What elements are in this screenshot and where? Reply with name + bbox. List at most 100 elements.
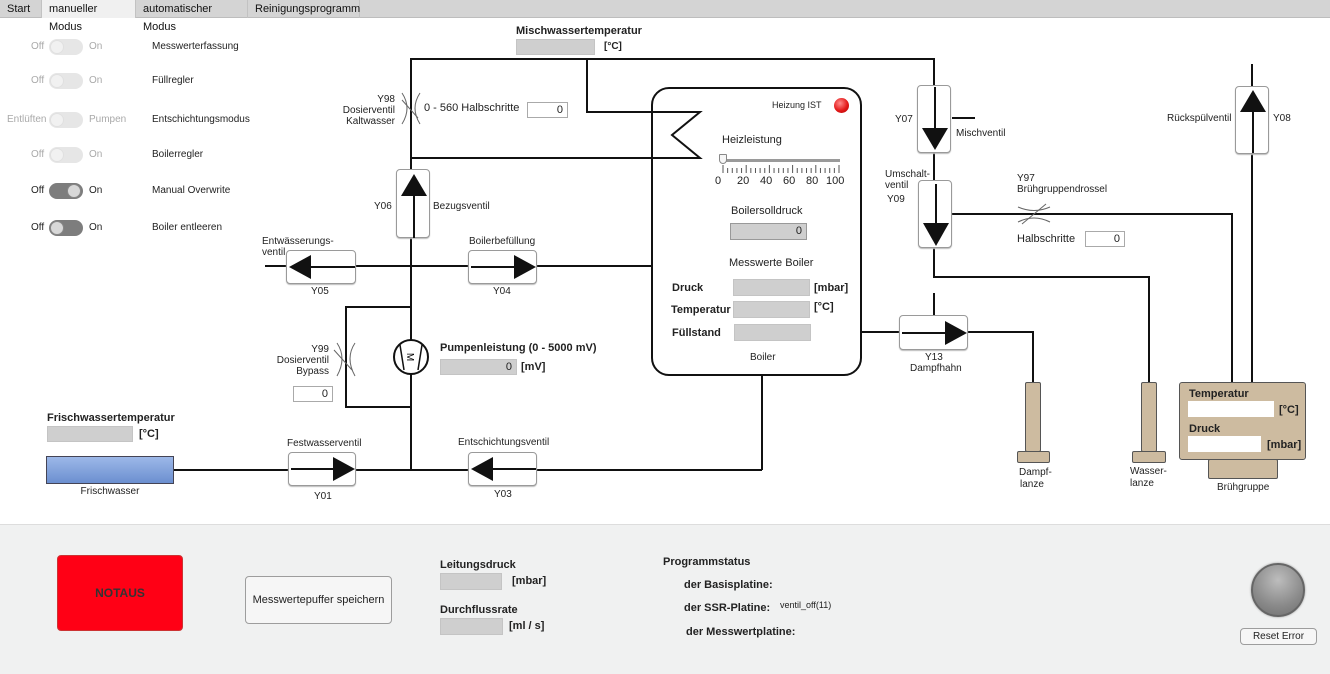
mischwasser-unit: [°C] xyxy=(604,41,622,52)
pump-icon: M xyxy=(393,339,429,375)
y98-halbschritte-input[interactable]: 0 xyxy=(527,102,568,118)
pipe xyxy=(933,248,1150,382)
tab-automatischer-modus[interactable]: automatischer Modus xyxy=(136,0,248,33)
bruehgruppe-druck-label: Druck xyxy=(1189,423,1221,435)
y97-halbschritte-input[interactable]: 0 xyxy=(1085,231,1125,247)
slider-ticks xyxy=(722,165,840,173)
svg-text:M: M xyxy=(404,353,415,361)
durchflussrate-unit: [ml / s] xyxy=(509,620,545,632)
messwertepuffer-speichern-button[interactable]: Messwertepuffer speichern xyxy=(245,576,392,624)
frischwasser-temp-unit: [°C] xyxy=(139,428,159,440)
messwerterfassung-switch[interactable] xyxy=(49,39,83,55)
y99-value-input[interactable]: 0 xyxy=(293,386,333,402)
toggle-label: Füllregler xyxy=(152,75,194,86)
pump-value-input[interactable]: 0 xyxy=(440,359,517,375)
toggle-on-label: Pumpen xyxy=(89,114,127,125)
toggle-off-label: Off xyxy=(31,222,45,233)
y01-id: Y01 xyxy=(314,491,332,502)
pipe xyxy=(967,331,1034,382)
arrow-down-icon xyxy=(922,87,948,150)
y06-bezugsventil-button[interactable] xyxy=(396,169,430,238)
tick-label: 20 xyxy=(737,175,750,187)
y03-entschichtungsventil-button[interactable] xyxy=(468,452,537,486)
y08-name: Rückspülventil xyxy=(1167,113,1232,124)
entschichtungsmodus-switch[interactable] xyxy=(49,112,83,128)
toggle-on-label: On xyxy=(89,222,103,233)
dampflanze-label: Dampf- xyxy=(1019,467,1052,478)
pipe xyxy=(410,58,935,470)
boiler-entleeren-switch[interactable] xyxy=(49,220,83,236)
y09-name2: ventil xyxy=(885,180,909,191)
toggle-off-label: Entlüften xyxy=(7,114,47,125)
bruehgruppe-panel: Temperatur [°C] Druck [mbar] xyxy=(1179,382,1306,460)
notaus-button[interactable]: NOTAUS xyxy=(57,555,183,631)
y09-umschaltventil-button[interactable] xyxy=(918,180,952,248)
boiler-druck-value xyxy=(733,279,810,296)
toggle-on-label: On xyxy=(89,41,103,52)
manual-overwrite-switch[interactable] xyxy=(49,183,83,199)
dampflanze xyxy=(1025,382,1041,452)
throttle-y98-icon xyxy=(401,92,421,125)
pipe xyxy=(952,213,1233,382)
y04-boilerbefuellung-button[interactable] xyxy=(468,250,537,284)
boiler-temp-unit: [°C] xyxy=(814,301,834,313)
mischwasser-value xyxy=(516,39,595,55)
y06-id: Y06 xyxy=(374,201,392,212)
y01-festwasserventil-button[interactable] xyxy=(288,452,356,486)
y09-id: Y09 xyxy=(887,194,905,205)
reset-error-button[interactable]: Reset Error xyxy=(1240,628,1317,645)
arrow-right-icon xyxy=(902,321,967,345)
programmstatus-title: Programmstatus xyxy=(663,556,751,568)
toggle-label: Messwerterfassung xyxy=(152,41,239,52)
boiler-panel: Heizung IST Heizleistung 0 20 40 60 80 1… xyxy=(651,87,862,376)
y03-id: Y03 xyxy=(494,489,512,500)
y98-name2: Kaltwasser xyxy=(346,116,395,127)
y97-name: Brühgruppendrossel xyxy=(1017,184,1108,195)
arrow-up-icon xyxy=(401,174,427,238)
y07-mischventil-button[interactable] xyxy=(917,85,951,153)
tick-label: 80 xyxy=(806,175,819,187)
toggle-label: Entschichtungsmodus xyxy=(152,114,250,125)
arrow-left-icon xyxy=(471,457,536,481)
toggle-on-label: On xyxy=(89,75,103,86)
y13-id: Y13 xyxy=(925,352,943,363)
y08-rueckspuelventil-button[interactable] xyxy=(1235,86,1269,154)
boilerregler-switch[interactable] xyxy=(49,147,83,163)
boiler-druck-unit: [mbar] xyxy=(814,282,849,294)
pump-title: Pumpenleistung (0 - 5000 mV) xyxy=(440,342,597,354)
y99-id: Y99 xyxy=(311,344,329,355)
bruehgruppe-druck-value xyxy=(1188,436,1261,452)
dampflanze-base xyxy=(1017,451,1050,463)
tab-start[interactable]: Start xyxy=(0,0,42,18)
leitungsdruck-label: Leitungsdruck xyxy=(440,559,516,571)
tab-reinigungsprogramm[interactable]: Reinigungsprogramm xyxy=(248,0,360,18)
y05-id: Y05 xyxy=(311,286,329,297)
heizung-ist-lamp xyxy=(834,98,849,113)
toggle-off-label: Off xyxy=(31,149,45,160)
heizleistung-slider-thumb[interactable] xyxy=(719,154,727,164)
toggle-label: Manual Overwrite xyxy=(152,185,231,196)
tick-label: 0 xyxy=(715,175,722,187)
y07-id: Y07 xyxy=(895,114,913,125)
heizleistung-slider-track[interactable] xyxy=(723,159,840,162)
y97-id: Y97 xyxy=(1017,173,1035,184)
toggle-label: Boilerregler xyxy=(152,149,204,160)
bottom-panel: NOTAUS Messwertepuffer speichern Leitung… xyxy=(0,524,1330,674)
tab-manueller-modus[interactable]: manueller Modus xyxy=(42,0,136,33)
y05-entwaesserungsventil-button[interactable] xyxy=(286,250,356,284)
wasserlanze-label: Wasser- xyxy=(1130,466,1167,477)
heizleistung-label: Heizleistung xyxy=(722,134,782,146)
y03-name: Entschichtungsventil xyxy=(458,437,550,448)
y13-dampfhahn-button[interactable] xyxy=(899,315,968,350)
leitungsdruck-unit: [mbar] xyxy=(512,575,547,587)
fuellregler-switch[interactable] xyxy=(49,73,83,89)
toggle-label: Boiler entleeren xyxy=(152,222,223,233)
y99-name: Dosierventil xyxy=(276,355,329,366)
y05-name: Entwässerungs- xyxy=(262,236,334,247)
y98-id: Y98 xyxy=(377,94,395,105)
leitungsdruck-value xyxy=(440,573,502,590)
boiler-temp-value xyxy=(733,301,810,318)
basisplatine-label: der Basisplatine: xyxy=(684,579,773,591)
boilersolldruck-input[interactable]: 0 xyxy=(730,223,807,240)
boiler-temp-label: Temperatur xyxy=(671,304,731,316)
